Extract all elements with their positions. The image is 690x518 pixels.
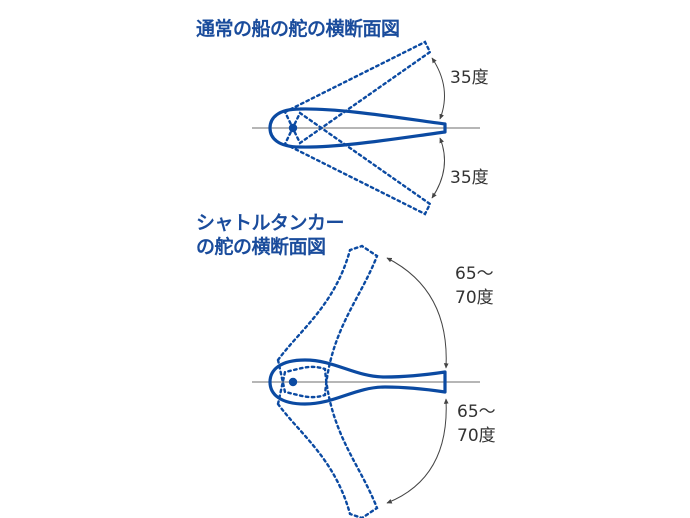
shuttle-rudder-diagram (252, 244, 480, 518)
shuttle-angle-lower-line2: 70度 (457, 426, 496, 446)
normal-ship-title: 通常の船の舵の横断面図 (196, 18, 400, 40)
angle-arrow-lower (431, 137, 445, 199)
angle-label-lower: 35度 (450, 168, 489, 188)
angle-arrow-lower (386, 398, 449, 504)
shuttle-tanker-title-line1: シャトルタンカー (196, 212, 345, 234)
pivot-dot (288, 377, 298, 387)
deflected-rudder-upper-outline (283, 40, 432, 145)
deflected-rudder-lower-outline (276, 365, 379, 518)
shuttle-angle-lower-line1: 65〜 (457, 402, 496, 422)
rudder-cross-section (268, 107, 447, 149)
angle-label-upper: 35度 (450, 68, 489, 88)
pivot-dot (288, 123, 298, 133)
rudder-cross-section (268, 358, 447, 406)
shuttle-angle-upper-line2: 70度 (455, 288, 494, 308)
angle-arrow-upper (386, 257, 449, 369)
deflected-rudder-upper-outline (276, 244, 379, 399)
normal-rudder-diagram (252, 40, 480, 216)
deflected-rudder-lower-outline (283, 111, 432, 216)
shuttle-tanker-title-line2: の舵の横断面図 (196, 236, 326, 258)
angle-arrow-upper (431, 57, 445, 120)
shuttle-angle-upper-line1: 65〜 (455, 264, 494, 284)
